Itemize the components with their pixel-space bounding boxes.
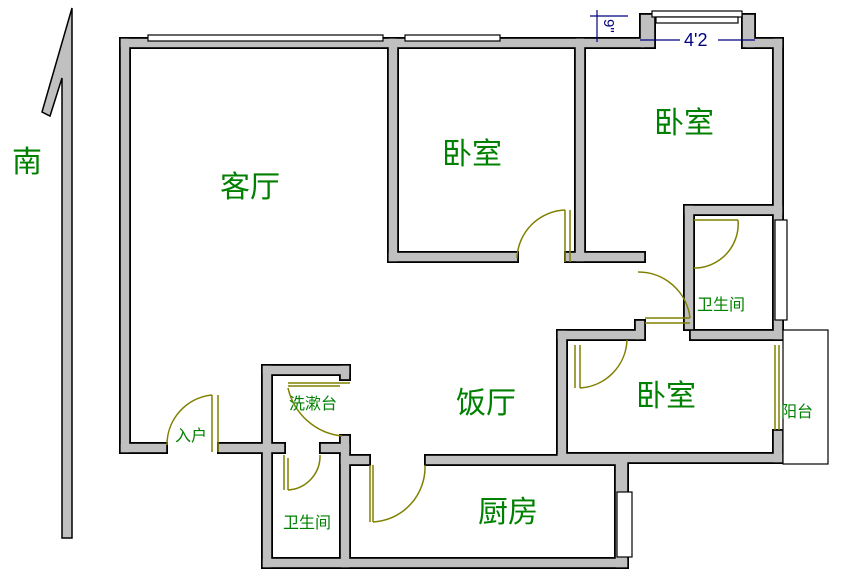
room-label-living[interactable]: 客厅 <box>220 170 280 205</box>
wall-fill <box>557 330 640 340</box>
wall-fill <box>565 252 645 262</box>
wall-fill <box>218 443 285 453</box>
room-label-entrance[interactable]: 入户 <box>175 426 207 445</box>
wall-fill <box>320 443 350 453</box>
width-dimension: 4'2 <box>684 30 707 50</box>
depth-dimension: 9" <box>600 19 617 33</box>
wall-fill <box>262 558 628 568</box>
room-label-bedroom-2[interactable]: 卧室 <box>654 106 714 141</box>
wall-fill <box>388 38 585 48</box>
wall-fill <box>575 38 585 262</box>
wall-fill <box>120 38 130 453</box>
north-arrow-icon <box>41 7 73 539</box>
wall-fill <box>557 330 567 460</box>
room-label-dining[interactable]: 饭厅 <box>456 386 516 421</box>
walls-fill <box>120 14 783 568</box>
room-label-balcony[interactable]: 阳台 <box>781 402 813 421</box>
wall-fill <box>773 38 783 340</box>
compass-label: 南 <box>12 145 42 180</box>
wall-fill <box>425 455 628 465</box>
room-label-bathroom-1[interactable]: 卫生间 <box>697 295 745 314</box>
wall-fill <box>773 430 783 463</box>
doors <box>166 209 780 523</box>
wall-fill <box>388 38 398 262</box>
room-label-bedroom-3[interactable]: 卧室 <box>636 379 696 414</box>
wall-fill <box>575 38 645 48</box>
wall-fill <box>120 38 395 48</box>
wall-fill <box>262 365 350 375</box>
walls <box>119 13 784 569</box>
wall-fill <box>684 205 694 330</box>
wall-fill <box>557 453 783 463</box>
wall-fill <box>640 14 655 48</box>
wall-fill <box>742 14 755 48</box>
wall-fill <box>120 443 167 453</box>
wall-fill <box>340 455 370 465</box>
dimension-marker <box>590 10 755 42</box>
wall-fill <box>745 38 783 48</box>
windows <box>147 10 829 558</box>
room-label-bedroom-1[interactable]: 卧室 <box>442 137 502 172</box>
wall-fill <box>635 320 645 340</box>
wall-fill <box>690 330 783 340</box>
room-label-wash-basin[interactable]: 洗漱台 <box>289 394 337 413</box>
room-label-kitchen[interactable]: 厨房 <box>478 495 538 530</box>
wall-fill <box>262 365 272 568</box>
wall-fill <box>684 205 783 215</box>
wall-fill <box>340 435 350 568</box>
wall-fill <box>388 252 518 262</box>
wall-fill <box>340 365 350 380</box>
room-label-bathroom-2[interactable]: 卫生间 <box>283 513 331 532</box>
